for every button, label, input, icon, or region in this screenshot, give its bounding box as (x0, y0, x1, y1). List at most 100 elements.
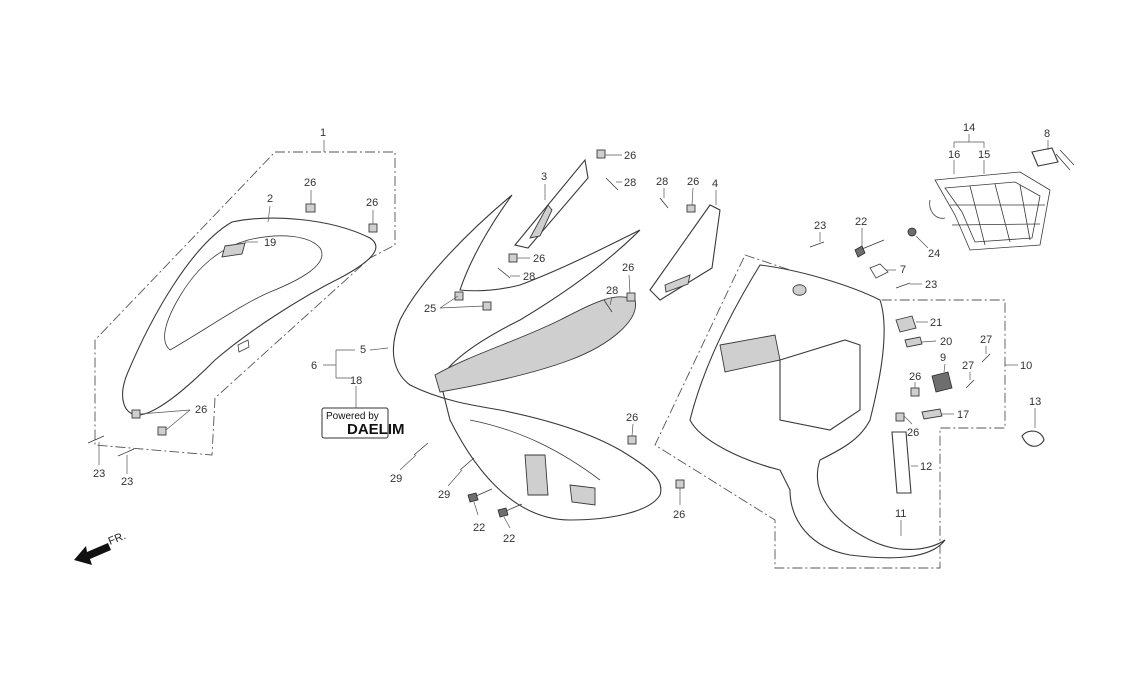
callout-29-1: 29 (390, 473, 402, 485)
leader-26-10 (165, 409, 191, 431)
grommet-24 (907, 227, 917, 237)
callout-26-14: 26 (909, 371, 921, 383)
bolt-22-2-shaft (505, 503, 523, 512)
switch-9 (931, 371, 953, 393)
rack-assembly (929, 171, 1051, 251)
front-direction-indicator: FR. (74, 530, 128, 565)
clip-26-8 (482, 301, 492, 311)
leader-29-1 (399, 454, 417, 471)
key-blade (1055, 149, 1075, 171)
group-1-outline (94, 151, 396, 456)
bolt-22-1-shaft (475, 488, 493, 497)
callout-26-13: 26 (907, 427, 919, 439)
callout-26-2: 26 (366, 197, 378, 209)
clip-26-1 (305, 203, 316, 213)
callout-22-2: 22 (503, 533, 515, 545)
rack-frame-inner (944, 181, 1041, 243)
key-set (1031, 147, 1075, 171)
bracket-7 (869, 263, 889, 279)
front-arrow-icon (74, 543, 111, 565)
callout-10: 10 (1020, 360, 1032, 372)
side-panel-3 (514, 158, 589, 249)
callout-16: 16 (948, 149, 960, 161)
callout-20: 20 (940, 336, 952, 348)
leader-24 (915, 235, 929, 249)
trim-strip-12 (891, 431, 912, 494)
front-cover (122, 217, 377, 416)
callout-24: 24 (928, 248, 940, 260)
leader-26-9 (139, 409, 191, 415)
callout-28-3: 28 (523, 271, 535, 283)
screw-23-1 (87, 435, 105, 444)
bolt-22-1 (467, 492, 479, 503)
group-front-cover (94, 151, 396, 456)
clip-26-10 (157, 426, 167, 436)
logo-line1: Powered by (326, 411, 379, 422)
screw-28-1 (605, 177, 619, 191)
clip-26-9 (131, 409, 141, 419)
callout-27-1: 27 (980, 334, 992, 346)
lower-vent-1 (524, 454, 549, 496)
screw-23-4 (895, 282, 911, 289)
powered-by-daelim-logo: Powered by DAELIM (321, 407, 405, 439)
leader-2 (267, 205, 271, 223)
inner-box-hole (792, 284, 807, 296)
clip-26-13 (895, 412, 905, 422)
pad-17 (921, 408, 943, 420)
callout-23-1: 23 (93, 468, 105, 480)
callout-23-3: 23 (814, 220, 826, 232)
screw-29-1 (413, 442, 429, 456)
callout-9: 9 (940, 352, 946, 364)
callout-26-5: 26 (533, 253, 545, 265)
leader-28-4 (609, 296, 613, 306)
pad-21 (895, 315, 917, 333)
rack-crossbars (950, 183, 1045, 246)
leader-25 (439, 295, 485, 309)
leader-group-6 (323, 349, 355, 379)
side-panel-3-detail (529, 204, 553, 239)
callout-17: 17 (957, 409, 969, 421)
callout-14: 14 (963, 122, 975, 134)
hardware (87, 149, 1045, 518)
callout-22-1: 22 (473, 522, 485, 534)
screw-23-2 (117, 448, 135, 457)
callout-3: 3 (541, 171, 547, 183)
cap-13 (1021, 430, 1045, 447)
callout-5: 5 (360, 344, 366, 356)
callout-4: 4 (712, 178, 718, 190)
group-center-covers (392, 158, 721, 521)
leader-22-2 (503, 516, 511, 529)
logo-line2: DAELIM (347, 421, 405, 438)
callout-26-4: 26 (687, 176, 699, 188)
leader-20 (921, 340, 937, 343)
leader-5 (369, 347, 389, 351)
clip-26-12 (675, 479, 685, 489)
clip-26-11 (627, 435, 637, 445)
legshield-panel (392, 194, 662, 521)
callout-29-2: 29 (438, 489, 450, 501)
side-panel-4 (649, 204, 721, 301)
inner-box-block (779, 339, 861, 431)
front-label: FR. (107, 530, 128, 548)
leader-26-13 (903, 415, 913, 425)
callout-1: 1 (320, 127, 326, 139)
callout-22-3: 22 (855, 216, 867, 228)
front-cover-inner (164, 235, 323, 351)
leader-lines (98, 134, 1049, 536)
clip-26-4 (686, 204, 696, 213)
side-panel-4-detail (664, 274, 691, 293)
group-10-outline (654, 254, 1006, 569)
screw-23-3 (809, 241, 825, 248)
leader-14 (953, 134, 985, 148)
leader-26-6 (628, 274, 631, 294)
callout-19: 19 (264, 237, 276, 249)
clip-26-6 (626, 292, 636, 302)
callout-15: 15 (978, 149, 990, 161)
key-lock (1031, 147, 1059, 167)
group-inner-box (654, 254, 1006, 569)
callout-18: 18 (350, 375, 362, 387)
callout-11: 11 (895, 508, 906, 520)
callout-13: 13 (1029, 396, 1041, 408)
legshield-crease (469, 419, 601, 481)
